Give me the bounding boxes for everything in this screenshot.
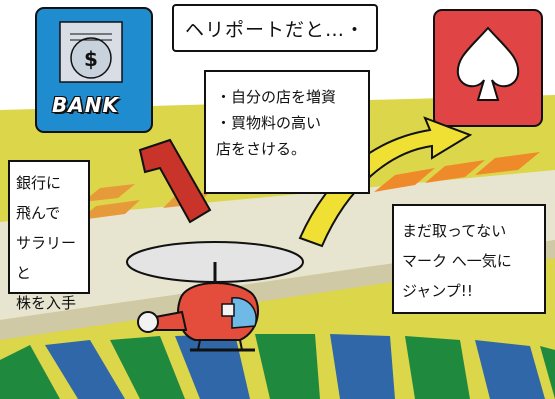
page-title: ヘリポートだと…・ [172,4,378,52]
bank-label: BANK [52,93,119,117]
svg-text:$: $ [84,47,98,71]
spade-card [433,9,543,127]
orange-squares [374,152,540,192]
right-note: まだ取ってない マーク へ一気に ジャンプ!! [392,204,546,314]
helicopter [126,241,304,352]
left-note: 銀行に 飛んで サラリーと 株を入手 [8,160,90,312]
red-arrow [138,138,212,224]
tip-bubble: ・自分の店を増資 ・買物料の高い 店をさける。 [204,70,370,194]
green-squares [0,334,555,399]
bank-card: $ [35,7,153,133]
